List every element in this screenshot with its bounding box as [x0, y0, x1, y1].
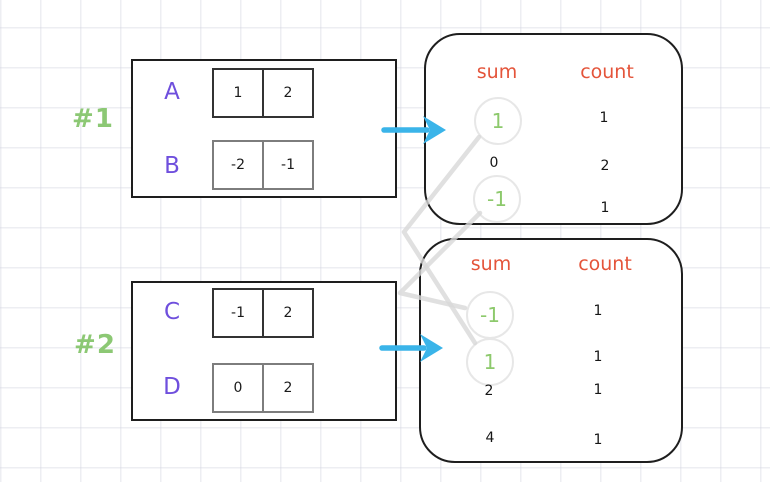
array-name-C: C	[163, 299, 181, 325]
example2-row1-sum-circled: 1	[466, 338, 514, 386]
example1-row1-sum: 0	[489, 155, 499, 171]
example1-result-box: sum count 1 1 0 2 -1 1	[424, 33, 683, 225]
example1-row0-sum-circled: 1	[474, 97, 522, 145]
example2-arrays-box: C -1 2 D 0 2	[131, 281, 397, 421]
array-B-cell-1: -1	[262, 140, 314, 190]
example2-label: #2	[74, 330, 116, 360]
array-name-A: A	[164, 79, 180, 105]
example2-row2-count: 1	[593, 382, 603, 398]
array-C-cells: -1 2	[212, 288, 314, 338]
array-D-cells: 0 2	[212, 363, 314, 413]
array-B-cell-0: -2	[212, 140, 264, 190]
array-A-cell-1: 2	[262, 68, 314, 118]
array-A-cell-0: 1	[212, 68, 264, 118]
example1-sum-header: sum	[476, 61, 518, 83]
array-D-cell-0: 0	[212, 363, 264, 413]
example2-sum-header: sum	[470, 253, 512, 275]
example2-row3-sum: 4	[485, 430, 495, 446]
example2-row1-count: 1	[593, 349, 603, 365]
example2-row0-sum-circled: -1	[466, 291, 514, 339]
example2-result-box: sum count -1 1 1 1 2 1 4 1	[419, 238, 683, 463]
array-A-cells: 1 2	[212, 68, 314, 118]
example1-row1-count: 2	[600, 158, 610, 174]
array-name-D: D	[163, 374, 181, 400]
example2-count-header: count	[578, 253, 632, 275]
array-C-cell-1: 2	[262, 288, 314, 338]
example1-row2-sum-circled: -1	[473, 175, 521, 223]
example1-count-header: count	[580, 61, 634, 83]
array-B-cells: -2 -1	[212, 140, 314, 190]
example2-row0-count: 1	[593, 303, 603, 319]
array-C-cell-0: -1	[212, 288, 264, 338]
array-name-B: B	[164, 153, 180, 179]
example1-row2-count: 1	[600, 200, 610, 216]
example1-label: #1	[72, 104, 114, 134]
example2-row3-count: 1	[593, 432, 603, 448]
example1-arrays-box: A 1 2 B -2 -1	[131, 59, 397, 198]
example2-row2-sum: 2	[484, 383, 494, 399]
example1-row0-count: 1	[599, 110, 609, 126]
array-D-cell-1: 2	[262, 363, 314, 413]
